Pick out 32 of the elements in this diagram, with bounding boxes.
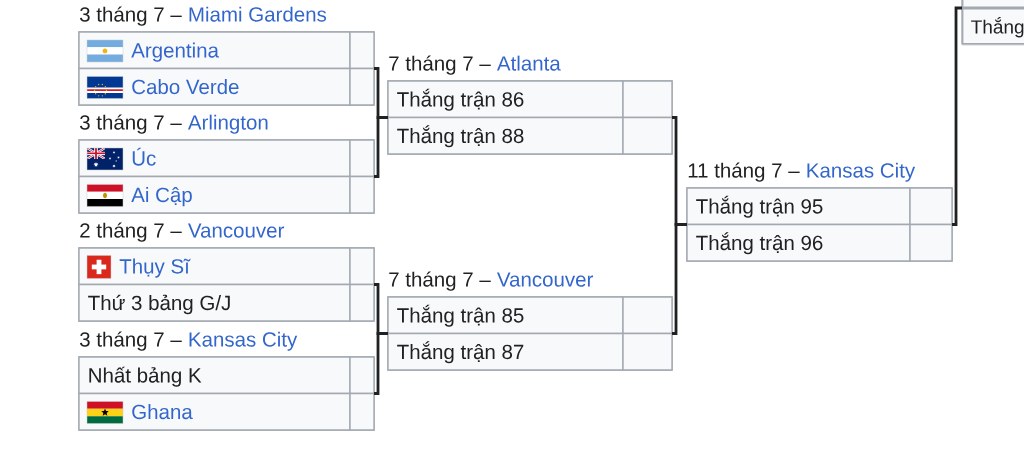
score-cell bbox=[909, 187, 953, 226]
date-label: 7 tháng 7 – bbox=[389, 271, 491, 291]
date-label: 2 tháng 7 – bbox=[80, 222, 182, 242]
venue-link: Miami Gardens bbox=[189, 6, 327, 22]
bracket-line bbox=[672, 223, 687, 335]
venue-link: Vancouver bbox=[497, 272, 594, 287]
score-cell bbox=[349, 31, 375, 70]
score-cell bbox=[622, 80, 673, 119]
score-cell bbox=[349, 139, 375, 178]
venue-link: Kansas City bbox=[807, 162, 916, 182]
score-cell bbox=[349, 175, 375, 214]
venue-link: Vancouver bbox=[188, 223, 285, 238]
bracket-line bbox=[374, 332, 388, 395]
date-label: 7 tháng 7 – bbox=[389, 55, 491, 75]
score-cell bbox=[622, 116, 673, 155]
score-cell bbox=[622, 332, 673, 371]
score-cell bbox=[349, 67, 375, 106]
date-label: 11 tháng 7 – bbox=[688, 162, 800, 182]
date-label: 3 tháng 7 – bbox=[80, 331, 182, 351]
date-label: 3 tháng 7 – bbox=[80, 114, 182, 134]
venue-link: Kansas City bbox=[189, 331, 298, 351]
score-cell bbox=[349, 283, 375, 322]
date-label: 3 tháng 7 – bbox=[80, 6, 182, 26]
score-cell bbox=[349, 392, 375, 431]
venue-link: Arlington bbox=[187, 114, 268, 134]
score-cell bbox=[349, 247, 375, 286]
bracket-line bbox=[374, 116, 388, 178]
score-cell bbox=[622, 296, 673, 335]
score-cell bbox=[349, 356, 375, 395]
score-cell bbox=[909, 223, 953, 262]
venue-link: Atlanta bbox=[496, 55, 561, 71]
bracket-line bbox=[952, 6, 962, 226]
